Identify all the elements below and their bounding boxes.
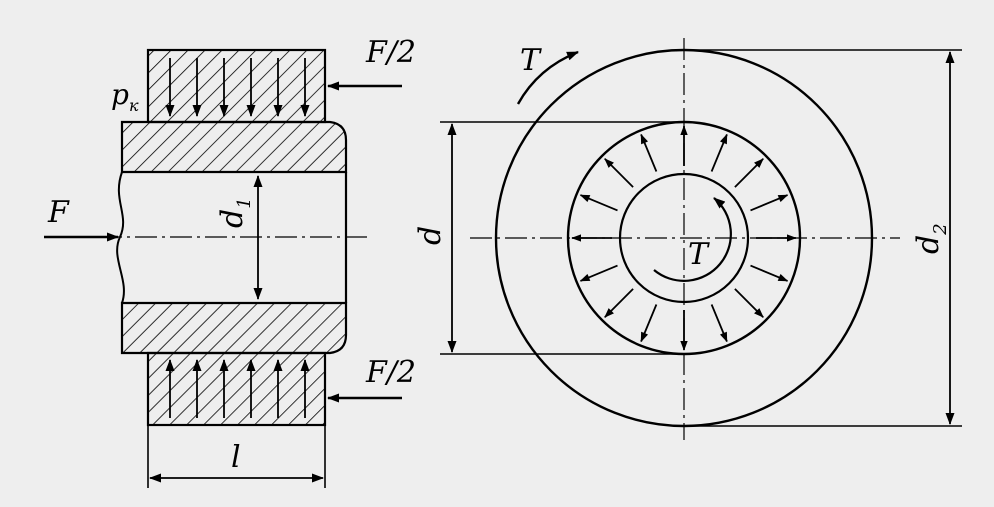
radial-pressure-arrow [710, 304, 728, 343]
length-label: l [231, 440, 241, 475]
radial-pressure-arrow [579, 194, 618, 212]
pressure-arrows-top [165, 58, 310, 117]
radial-pressure-arrow [710, 133, 728, 172]
radial-pressure-arrow [604, 288, 634, 318]
right-end-view: d d2 T T [413, 38, 962, 440]
radial-pressure-arrow [750, 194, 789, 212]
axial-force-label: F [47, 195, 70, 230]
radial-pressure-arrow [640, 304, 658, 343]
radial-pressure-arrows [571, 125, 797, 351]
hub-bottom-section [146, 351, 327, 427]
pressure-arrows-bottom [165, 359, 310, 418]
outer-torque-arrow [516, 50, 579, 105]
radial-pressure-arrow [640, 133, 658, 172]
radial-pressure-arrow [734, 288, 764, 318]
radial-pressure-arrow [750, 264, 789, 282]
force-half-label-bottom: F/2 [365, 355, 416, 390]
shaft-top-wall [120, 120, 348, 174]
inner-torque-arrow [653, 197, 732, 282]
left-section-view: pк F/2 F/2 F d1 l [44, 35, 416, 488]
d2-label: d2 [911, 223, 951, 254]
pressure-label: pк [111, 78, 139, 115]
force-half-label-top: F/2 [365, 35, 416, 70]
radial-pressure-arrow [604, 158, 634, 188]
d-label: d [413, 226, 448, 245]
radial-pressure-arrow [734, 158, 764, 188]
shaft-bottom-wall [120, 301, 348, 355]
d1-label: d1 [215, 197, 255, 228]
hub-top-section [146, 48, 327, 124]
radial-pressure-arrow [579, 264, 618, 282]
inner-torque-label: T [688, 237, 710, 272]
outer-torque-label: T [520, 43, 542, 78]
